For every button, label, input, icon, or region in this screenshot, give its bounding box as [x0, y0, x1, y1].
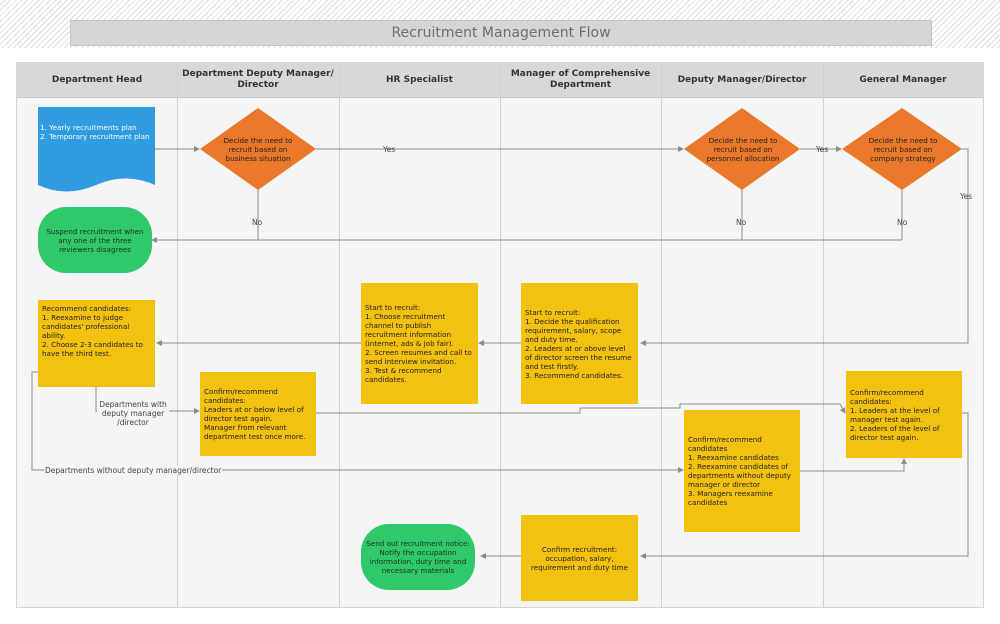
deputy-confirm-box: Confirm/recommend candidates: Leaders at… [200, 372, 316, 456]
lane-divider [177, 63, 178, 607]
page-title: Recruitment Management Flow [70, 20, 932, 46]
recommend-candidates-box: Recommend candidates: 1. Reexamine to ju… [38, 300, 155, 387]
hr-start-recruit-box: Start to recruit: 1. Choose recruitment … [361, 283, 478, 404]
label-yes: Yes [960, 192, 973, 201]
send-notice-terminal: Send out recruitment notice: Notify the … [361, 524, 475, 590]
label-yes: Yes [816, 145, 829, 154]
label-without-deputy: Departments without deputy manager/direc… [44, 466, 223, 475]
lane-header-comprehensive-manager: Manager of Comprehensive Department [500, 63, 661, 98]
decision-business-shape [200, 108, 316, 190]
decision-business: Decide the need to recruit based on busi… [223, 136, 293, 163]
lane-divider [661, 63, 662, 607]
deputy-director-confirm-box: Confirm/recommend candidates 1. Reexamin… [684, 410, 800, 532]
lane-divider [339, 63, 340, 607]
lane-divider [823, 63, 824, 607]
label-with-deputy: Departments with deputy manager /directo… [97, 400, 169, 427]
lane-header-hr-specialist: HR Specialist [339, 63, 500, 98]
decision-strategy-shape [842, 108, 962, 190]
label-no: No [252, 218, 263, 227]
plan-document-shape [38, 107, 155, 192]
suspend-terminal: Suspend recruitment when any one of the … [38, 207, 152, 273]
decision-strategy: Decide the need to recruit based on comp… [868, 136, 938, 163]
general-manager-confirm-box: Confirm/recommend candidates: 1. Leaders… [846, 371, 962, 458]
comprehensive-start-recruit-box: Start to recruit: 1. Decide the qualific… [521, 283, 638, 404]
lane-header-department-deputy: Department Deputy Manager/ Director [177, 63, 339, 98]
confirm-recruitment-box: Confirm recruitment: occupation, salary,… [521, 515, 638, 601]
lane-header-department-head: Department Head [17, 63, 177, 98]
lane-header-general-manager: General Manager [823, 63, 983, 98]
label-yes: Yes [383, 145, 396, 154]
label-no: No [736, 218, 747, 227]
plan-document: 1. Yearly recruitments plan 2. Temporary… [40, 123, 150, 141]
decision-personnel: Decide the need to recruit based on pers… [706, 136, 780, 163]
label-no: No [897, 218, 908, 227]
lane-divider [500, 63, 501, 607]
lane-header-deputy-director: Deputy Manager/Director [661, 63, 823, 98]
decision-personnel-shape [684, 108, 800, 190]
